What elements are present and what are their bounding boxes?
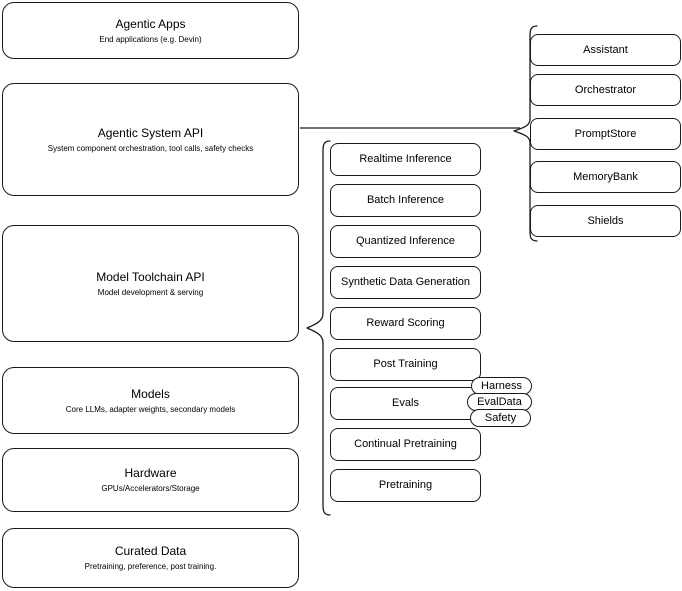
- layer-box-models[interactable]: Models Core LLMs, adapter weights, secon…: [2, 367, 299, 434]
- capability-chip-synthetic-data-generation[interactable]: Synthetic Data Generation: [330, 266, 481, 299]
- layer-box-agentic-apps[interactable]: Agentic Apps End applications (e.g. Devi…: [2, 2, 299, 59]
- capability-label: Continual Pretraining: [354, 438, 457, 450]
- component-label: Orchestrator: [574, 83, 637, 96]
- eval-pill-evaldata[interactable]: EvalData: [467, 393, 532, 411]
- component-chip-promptstore[interactable]: PromptStore: [530, 118, 681, 150]
- capability-label: Evals: [392, 397, 419, 409]
- layer-title: Agentic Apps: [115, 16, 186, 31]
- connector-agentic-system-api-to-components: [299, 122, 521, 134]
- component-chip-memorybank[interactable]: MemoryBank: [530, 161, 681, 193]
- layer-title: Model Toolchain API: [96, 269, 205, 284]
- capability-chip-evals[interactable]: Evals: [330, 387, 481, 420]
- eval-pill-label: Safety: [484, 411, 517, 424]
- layer-subtitle: End applications (e.g. Devin): [99, 34, 202, 44]
- component-label: MemoryBank: [573, 170, 638, 183]
- capability-label: Quantized Inference: [355, 235, 456, 247]
- brace-model-toolchain-capabilities: [305, 139, 331, 517]
- eval-pill-harness[interactable]: Harness: [471, 377, 532, 395]
- capability-chip-pretraining[interactable]: Pretraining: [330, 469, 481, 502]
- layer-title: Agentic System API: [97, 125, 204, 140]
- layer-box-curated-data[interactable]: Curated Data Pretraining, preference, po…: [2, 528, 299, 588]
- capability-label: Realtime Inference: [359, 153, 452, 165]
- brace-agentic-system-components: [512, 24, 538, 244]
- capability-chip-batch-inference[interactable]: Batch Inference: [330, 184, 481, 217]
- layer-subtitle: Pretraining, preference, post training.: [84, 562, 217, 571]
- component-label: Assistant: [583, 43, 628, 56]
- layer-subtitle: System component orchestration, tool cal…: [47, 143, 254, 153]
- capability-chip-continual-pretraining[interactable]: Continual Pretraining: [330, 428, 481, 461]
- component-chip-assistant[interactable]: Assistant: [530, 34, 681, 66]
- capability-chip-realtime-inference[interactable]: Realtime Inference: [330, 143, 481, 176]
- layer-subtitle: Model development & serving: [97, 287, 204, 297]
- layer-box-model-toolchain-api[interactable]: Model Toolchain API Model development & …: [2, 225, 299, 342]
- component-label: PromptStore: [574, 127, 637, 140]
- component-chip-shields[interactable]: Shields: [530, 205, 681, 237]
- capability-chip-quantized-inference[interactable]: Quantized Inference: [330, 225, 481, 258]
- component-chip-orchestrator[interactable]: Orchestrator: [530, 74, 681, 106]
- capability-chip-reward-scoring[interactable]: Reward Scoring: [330, 307, 481, 340]
- capability-label: Batch Inference: [366, 194, 445, 206]
- component-label: Shields: [587, 214, 624, 227]
- layer-title: Hardware: [124, 466, 177, 480]
- layer-title: Curated Data: [114, 544, 187, 558]
- layer-subtitle: GPUs/Accelerators/Storage: [101, 484, 200, 493]
- layer-box-agentic-system-api[interactable]: Agentic System API System component orch…: [2, 83, 299, 196]
- layer-box-hardware[interactable]: Hardware GPUs/Accelerators/Storage: [2, 448, 299, 512]
- capability-label: Pretraining: [378, 479, 433, 491]
- eval-pill-label: EvalData: [477, 395, 522, 408]
- eval-pill-safety[interactable]: Safety: [470, 409, 531, 427]
- layer-title: Models: [131, 386, 170, 401]
- capability-label: Reward Scoring: [366, 317, 445, 329]
- capability-label: Post Training: [373, 358, 438, 370]
- eval-pill-label: Harness: [481, 379, 522, 392]
- layer-subtitle: Core LLMs, adapter weights, secondary mo…: [65, 404, 236, 414]
- capability-chip-post-training[interactable]: Post Training: [330, 348, 481, 381]
- capability-label: Synthetic Data Generation: [340, 276, 471, 288]
